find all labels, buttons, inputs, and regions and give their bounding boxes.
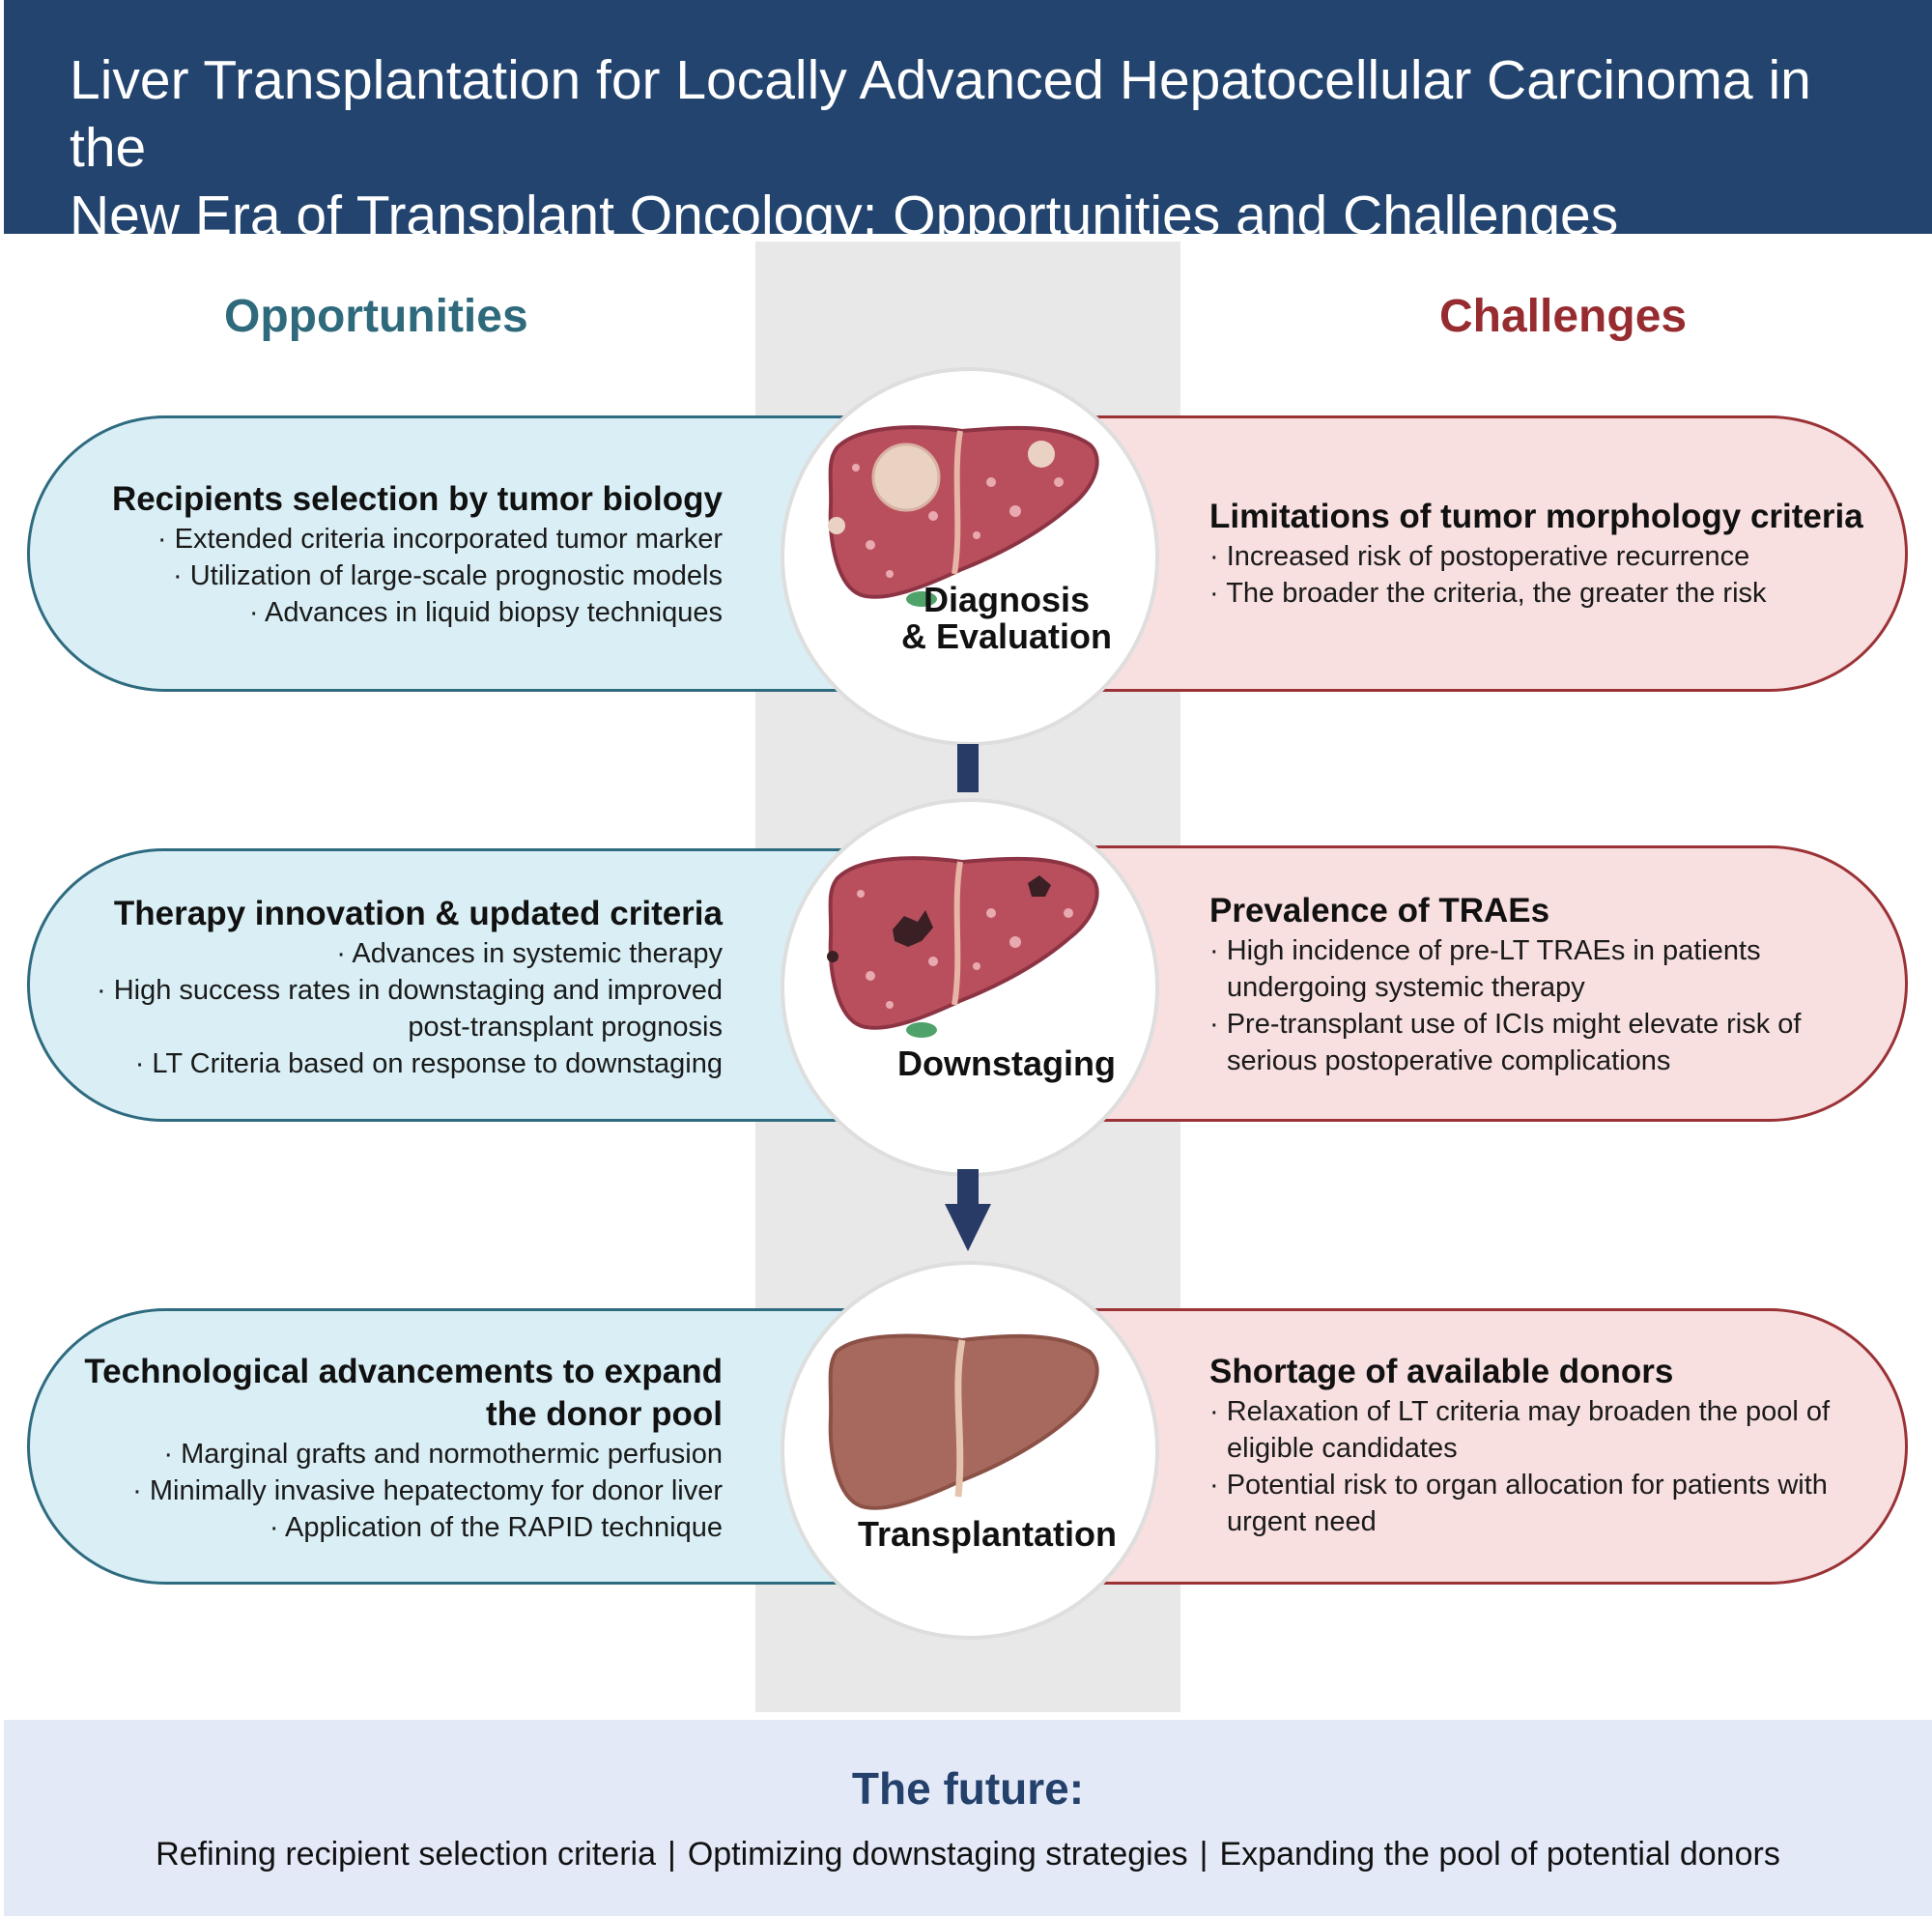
stage-circle-downstaging: Downstaging (781, 798, 1159, 1177)
challenge-title: Limitations of tumor morphology criteria (1209, 498, 1863, 535)
necrotic-tumor-liver-icon (827, 856, 1099, 1038)
stage-label-line: & Evaluation (900, 616, 1113, 656)
challenge-text-transplantation: Shortage of available donors · Relaxatio… (1209, 1351, 1857, 1540)
challenges-heading: Challenges (1439, 291, 1688, 342)
opportunity-title-line: the donor pool (486, 1395, 723, 1433)
stage-label-transplantation: Transplantation (852, 1516, 1122, 1553)
challenge-text-diagnosis: Limitations of tumor morphology criteria… (1209, 496, 1876, 612)
future-item: Optimizing downstaging strategies (687, 1836, 1188, 1873)
opportunity-bullet: · Application of the RAPID technique (269, 1512, 723, 1543)
challenge-panel-transplantation (1038, 1308, 1908, 1585)
page-title-line2: New Era of Transplant Oncology: Opportun… (70, 185, 1619, 246)
stage-label-downstaging: Downstaging (881, 1045, 1132, 1082)
down-arrow-icon (945, 1169, 991, 1251)
stage-label-line: Diagnosis (923, 580, 1091, 619)
opportunity-panel-downstaging (27, 848, 896, 1122)
opportunity-title: Recipients selection by tumor biology (111, 480, 723, 518)
opportunity-text-transplantation: Technological advancements to expand the… (58, 1351, 723, 1546)
opportunity-text-diagnosis: Recipients selection by tumor biology · … (58, 478, 723, 631)
stage-circle-diagnosis: Diagnosis & Evaluation (781, 367, 1159, 746)
future-item: Refining recipient selection criteria (156, 1836, 656, 1873)
challenge-bullet: · Increased risk of postoperative recurr… (1209, 541, 1750, 572)
opportunity-title: Technological advancements to expand the… (58, 1351, 723, 1436)
flow-connector (957, 744, 979, 792)
opportunity-bullet: · Marginal grafts and normothermic perfu… (163, 1439, 723, 1470)
separator: | (667, 1836, 676, 1873)
opportunity-title: Therapy innovation & updated criteria (113, 895, 723, 932)
opportunity-panel-diagnosis (27, 415, 896, 692)
opportunity-panel-transplantation (27, 1308, 896, 1585)
future-panel: The future: Refining recipient selection… (4, 1720, 1932, 1916)
future-title: The future: (851, 1763, 1085, 1814)
opportunity-title-line: Technological advancements to expand (84, 1353, 723, 1390)
challenge-title: Shortage of available donors (1209, 1353, 1674, 1390)
challenge-panel-downstaging (1038, 845, 1908, 1122)
stage-label-diagnosis: Diagnosis & Evaluation (881, 582, 1132, 655)
future-items: Refining recipient selection criteria | Op… (4, 1836, 1932, 1873)
tumor-liver-icon (828, 425, 1099, 607)
challenge-text-downstaging: Prevalence of TRAEs · High incidence of … (1209, 890, 1847, 1079)
opportunity-bullet: post-transplant prognosis (408, 1012, 723, 1043)
opportunities-heading: Opportunities (224, 291, 528, 342)
challenge-title: Prevalence of TRAEs (1209, 892, 1550, 929)
opportunity-bullet: · Advances in systemic therapy (336, 938, 723, 969)
challenge-panel-diagnosis (1038, 415, 1908, 692)
stage-label-line: Downstaging (897, 1044, 1116, 1083)
opportunity-bullet: · High success rates in downstaging and … (97, 975, 723, 1006)
separator: | (1199, 1836, 1208, 1873)
stage-label-line: Transplantation (857, 1514, 1118, 1554)
opportunity-bullet: · Extended criteria incorporated tumor m… (156, 524, 723, 555)
challenge-bullet: · Pre-transplant use of ICIs might eleva… (1209, 1009, 1802, 1076)
challenge-bullet: · The broader the criteria, the greater … (1209, 578, 1767, 609)
future-item: Expanding the pool of potential donors (1219, 1836, 1780, 1873)
challenge-bullet: · High incidence of pre-LT TRAEs in pati… (1209, 935, 1761, 1003)
opportunity-bullet: · Advances in liquid biopsy techniques (248, 597, 723, 628)
opportunity-text-downstaging: Therapy innovation & updated criteria · … (58, 893, 723, 1082)
opportunity-bullet: · Minimally invasive hepatectomy for don… (132, 1475, 723, 1506)
opportunity-bullet: · Utilization of large-scale prognostic … (173, 560, 723, 591)
challenge-bullet: · Potential risk to organ allocation for… (1209, 1470, 1828, 1537)
header-banner: Liver Transplantation for Locally Advanc… (4, 0, 1932, 246)
opportunity-bullet: · LT Criteria based on response to downs… (134, 1048, 723, 1079)
stage-circle-transplantation: Transplantation (781, 1261, 1159, 1640)
challenge-bullet: · Relaxation of LT criteria may broaden … (1209, 1396, 1831, 1464)
page-title: Liver Transplantation for Locally Advanc… (70, 46, 1886, 249)
healthy-liver-icon (828, 1333, 1099, 1510)
page-title-line1: Liver Transplantation for Locally Advanc… (70, 49, 1811, 179)
